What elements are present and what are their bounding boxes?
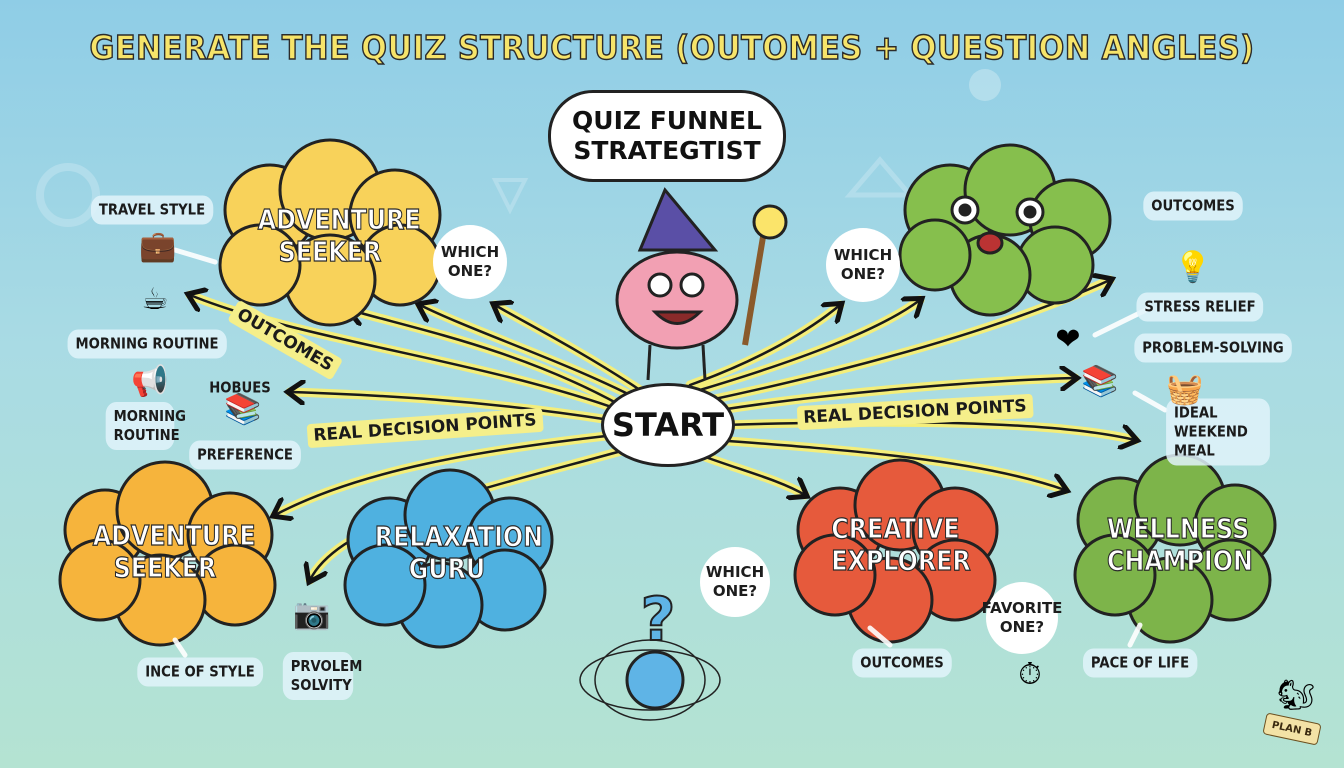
label-stress-relief: STRESS RELIEF [1136, 292, 1264, 322]
camera-icon: 📷 [293, 597, 331, 632]
cloud-relaxation-guru [343, 468, 554, 649]
decor-triangle [491, 178, 529, 215]
label-ideal-weekend-meal: IDEAL WEEKEND MEAL [1166, 398, 1270, 466]
outcome-adventure-seeker-bottom: ADVENTURE SEEKER [92, 519, 256, 584]
question-bubble: WHICH ONE? [700, 547, 770, 617]
brain-wizard-character [615, 187, 788, 381]
question-bubble: FAVORITE ONE? [982, 582, 1062, 654]
heart-icon: ❤ [1055, 322, 1081, 357]
label-style: INCE OF STYLE [137, 657, 263, 687]
label-morning-routine-2: MORNING ROUTINE [105, 402, 186, 450]
books-icon: 📚 [1081, 364, 1119, 399]
svg-text:?: ? [641, 585, 676, 655]
coffee-cup-icon: ☕ [141, 282, 169, 317]
label-problem-solving: PROBLEM-SOLVING [1134, 333, 1292, 363]
outcome-adventure-seeker-top: ADVENTURE SEEKER [257, 203, 421, 268]
label-travel-style: TRAVEL STYLE [90, 195, 214, 225]
decor-circle [36, 163, 100, 227]
label-problem: PRVOLEM SOLVITY [282, 652, 362, 700]
thought-bubble: QUIZ FUNNEL STRATEGTIST [548, 90, 786, 182]
question-bubble: WHICH ONE? [433, 225, 507, 299]
suitcase-icon: 💼 [139, 229, 177, 264]
start-node: START [601, 383, 735, 467]
cloud-adventure-seeker-bottom [58, 460, 277, 647]
label-outcomes-right: OUTCOMES [1143, 191, 1243, 221]
megaphone-icon: 📢 [131, 364, 169, 399]
label-preference: PREFERENCE [189, 440, 301, 470]
label-pace-of-life: PACE OF LIFE [1082, 648, 1198, 678]
label-hobbies: HOBUES [209, 378, 271, 397]
lightbulb-icon: 💡 [1174, 250, 1212, 285]
green-monster-character [898, 143, 1112, 317]
confused-question-character: ? [579, 584, 721, 721]
cloud-wellness-champion [1073, 453, 1277, 644]
outcome-relaxation-guru: RELAXATION GURU [374, 520, 544, 585]
squirrel-mascot-logo: 🐿 [1276, 678, 1316, 713]
stopwatch-icon: ⏱ [1018, 657, 1042, 692]
trowel-icon: 🧺 [1166, 372, 1204, 407]
page-title: GENERATE THE QUIZ STRUCTURE (OUTOMES + Q… [89, 27, 1255, 68]
cloud-creative-explorer [793, 458, 999, 644]
outcome-creative-explorer: CREATIVE EXPLORER [831, 512, 972, 577]
label-creative-outcomes: OUTCOMES [852, 648, 952, 678]
decor-triangle [844, 156, 916, 198]
outcome-wellness-champion: WELLNESS CHAMPION [1106, 512, 1253, 577]
cloud-adventure-seeker-top [218, 138, 442, 327]
label-morning-routine: MORNING ROUTINE [67, 329, 227, 359]
books-stack-icon: 📚 [224, 392, 262, 427]
arrows [190, 280, 1135, 580]
question-bubble: WHICH ONE? [826, 228, 900, 302]
decor-circle [969, 69, 1001, 101]
